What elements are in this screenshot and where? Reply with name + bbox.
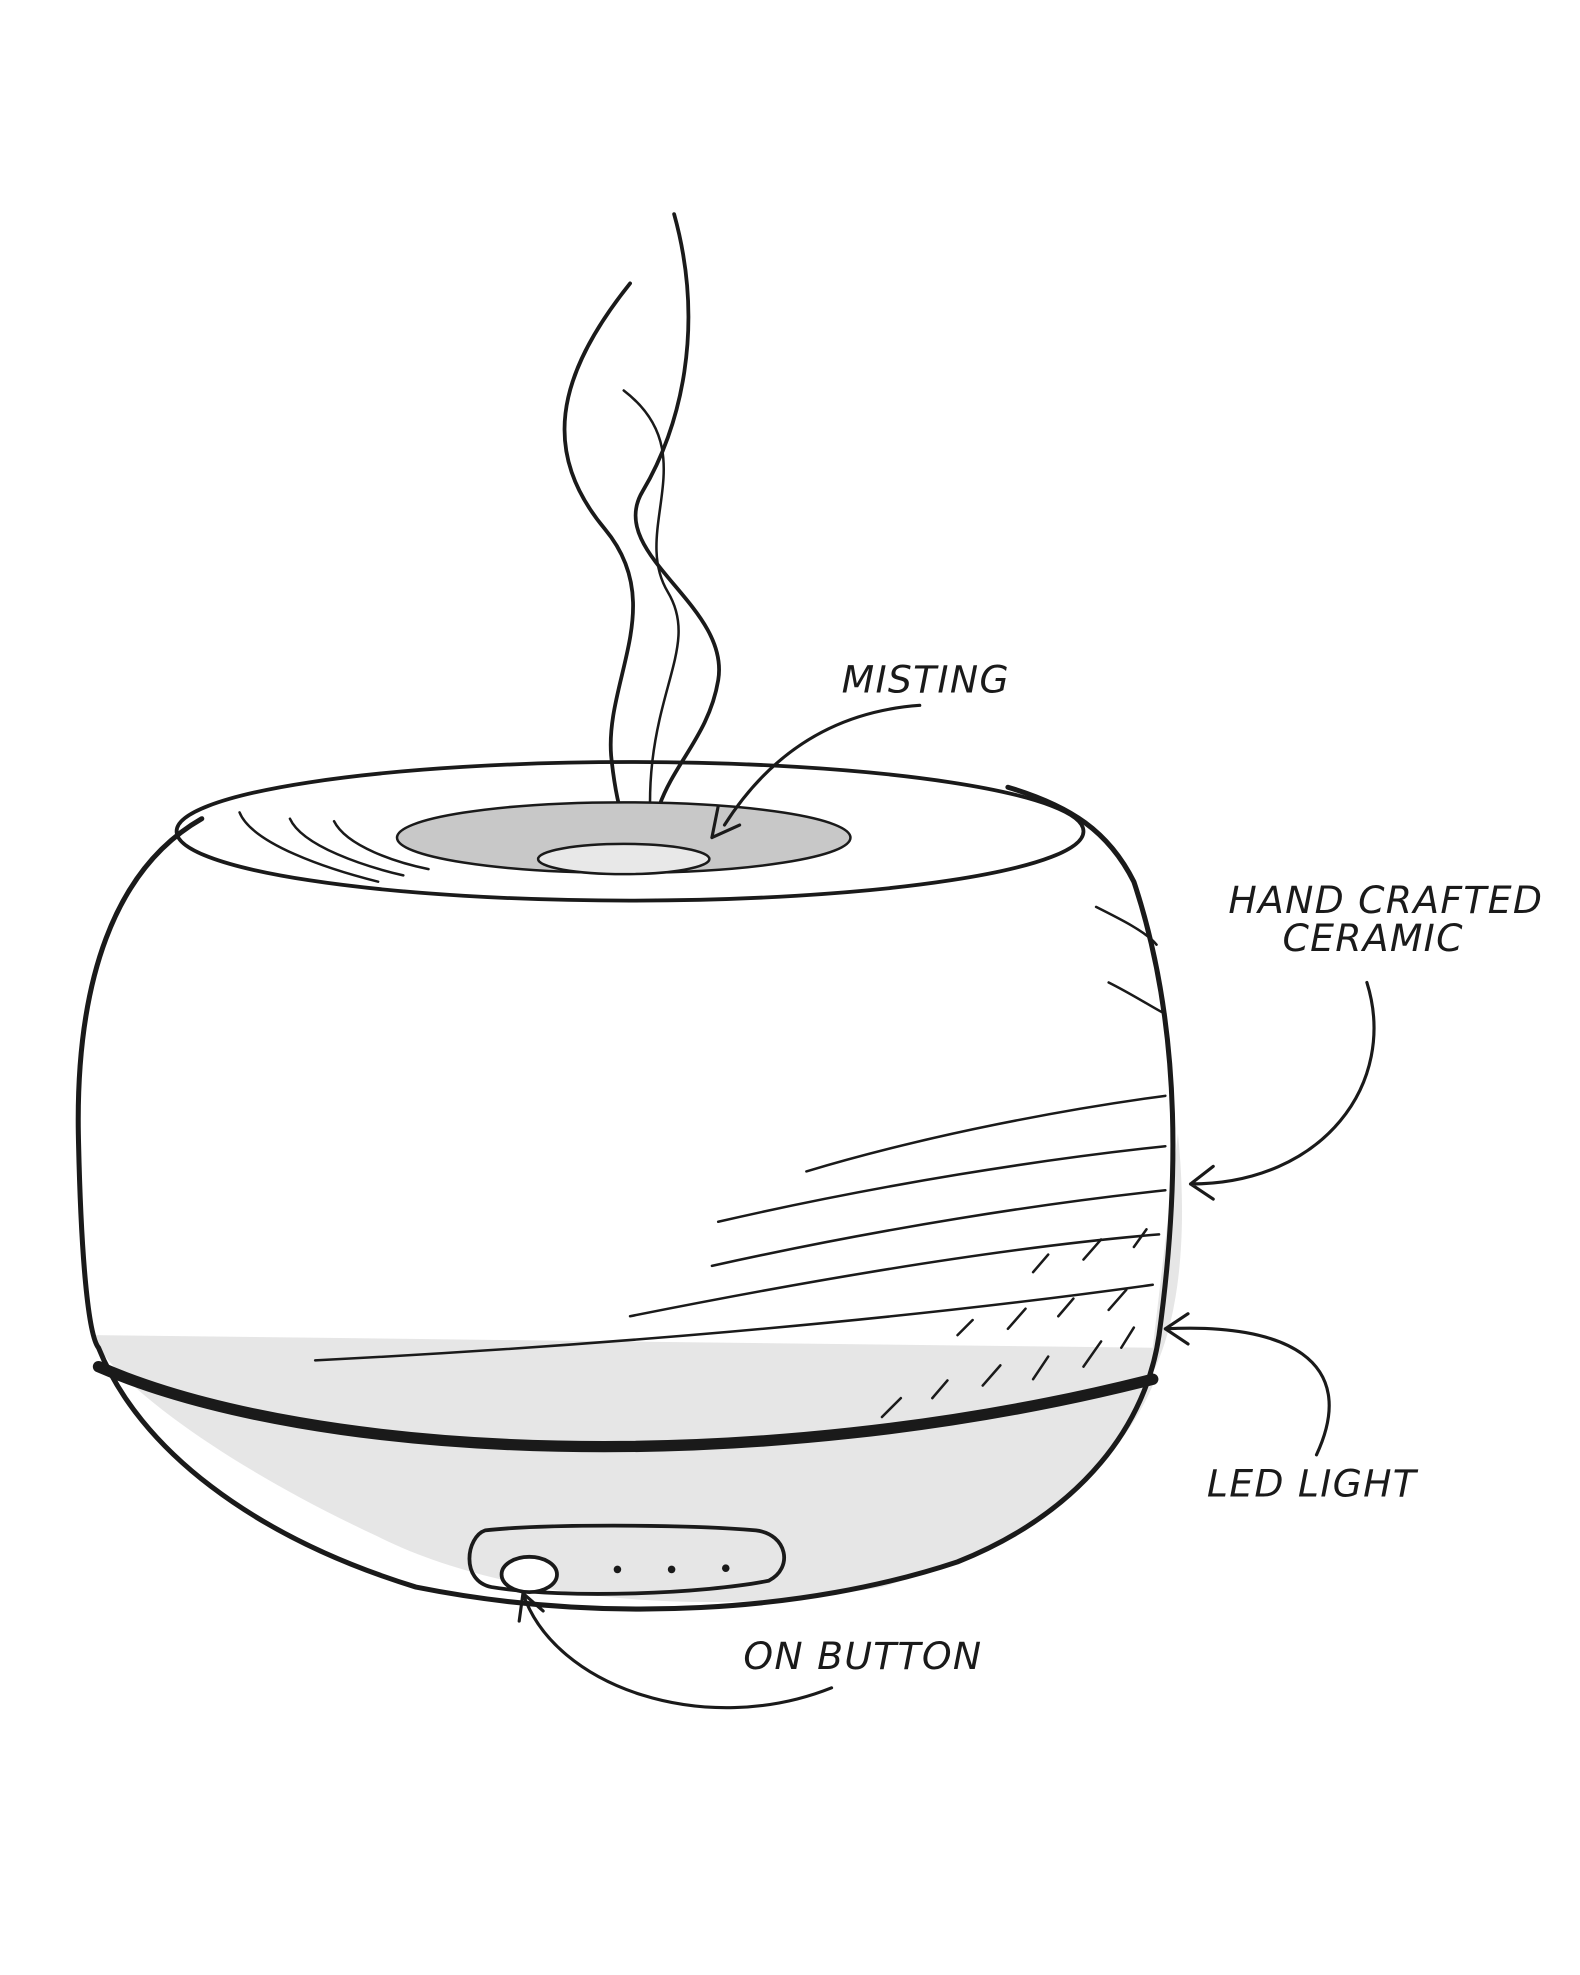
diffuser-body <box>75 760 1183 1612</box>
control-panel <box>467 1523 786 1596</box>
led-light-band <box>92 1360 1159 1453</box>
label-misting: MISTING <box>842 658 1010 702</box>
button-arrow <box>517 1591 834 1710</box>
led-texture <box>880 1228 1148 1419</box>
on-button[interactable] <box>499 1554 559 1594</box>
label-hand-crafted: HAND CRAFTED <box>1228 878 1543 922</box>
led-arrow <box>1163 1312 1331 1457</box>
mist-wisps <box>562 212 721 871</box>
label-on-button: ON BUTTON <box>743 1634 982 1678</box>
misting-arrow <box>710 703 922 840</box>
label-ceramic: CERAMIC <box>1282 916 1463 960</box>
callout-arrows <box>517 703 1376 1710</box>
ceramic-arrow <box>1188 980 1376 1201</box>
label-led-light: LED LIGHT <box>1207 1461 1419 1505</box>
